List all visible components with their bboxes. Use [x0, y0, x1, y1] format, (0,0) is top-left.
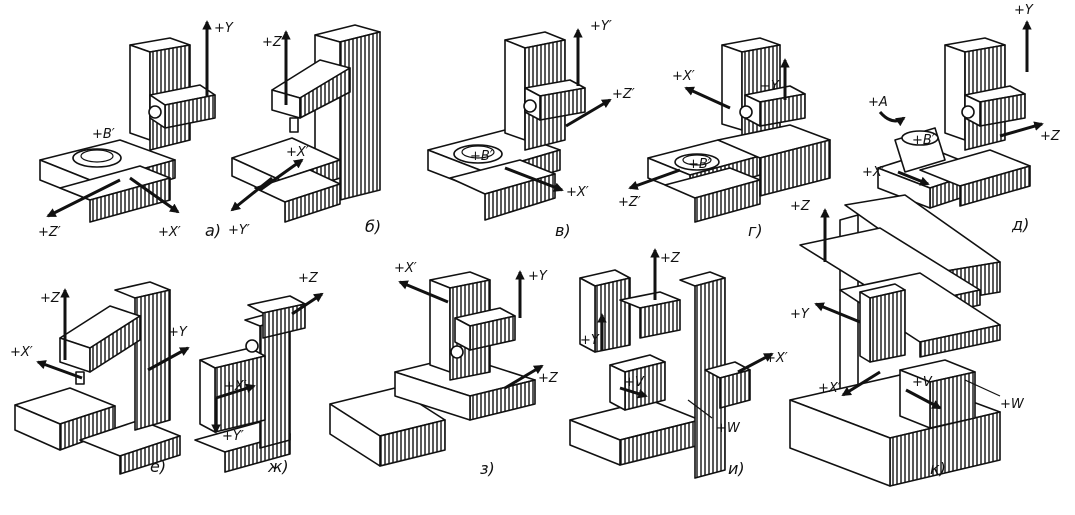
axis-label-g-x: +X′: [672, 69, 695, 84]
axis-label-a-x: +X′: [158, 225, 181, 240]
caption-z: з): [480, 459, 495, 478]
axis-label-v-z: +Z′: [612, 87, 635, 102]
axis-label-v-y: +Y′: [590, 19, 612, 34]
axis-arrow-b-x: [259, 158, 304, 192]
machine-d: [877, 37, 1031, 209]
machine-b: [231, 24, 381, 223]
panel-b: +Z +X′ +Y′ б): [228, 24, 381, 238]
caption-g: г): [748, 221, 763, 240]
axis-label-g-y: −Y: [760, 79, 780, 94]
axis-arrow-v-x: [504, 166, 564, 192]
axis-label-z-x: +X′: [394, 261, 417, 276]
axis-arrow-v-z: [565, 98, 612, 128]
machine-k: [789, 194, 1001, 487]
machine-g: [647, 37, 831, 223]
axis-label-k-x: +X′: [818, 381, 841, 396]
axis-label-k-v: +V: [912, 375, 933, 390]
axis-label-a-z: +Z′: [38, 225, 61, 240]
axis-label-i-y: +Y: [580, 333, 600, 348]
axis-label-k-w: +W: [1000, 397, 1025, 412]
axis-label-i-v: +V: [624, 375, 645, 390]
axis-label-i-x: +X′: [765, 351, 788, 366]
panel-e: +Z +X′ +Y е): [10, 281, 190, 476]
axis-arrow-g-z: [628, 168, 681, 190]
machine-v: [427, 31, 586, 221]
caption-d: д): [1011, 215, 1029, 234]
axis-arrow-i-v: [619, 386, 648, 399]
axis-label-a-b: +B′: [92, 127, 115, 142]
axis-label-d-y: +Y: [1014, 3, 1034, 18]
axis-arrow-e-x: [36, 360, 83, 380]
axis-arrow-z-z: [504, 364, 544, 390]
axis-label-b-y: +Y′: [228, 223, 250, 238]
axis-arrow-d-a: [878, 110, 906, 127]
axis-label-e-x: +X′: [10, 345, 33, 360]
axis-label-i-z: +Z: [660, 251, 681, 266]
axis-label-zh-y: +Y′: [222, 429, 244, 444]
axis-arrow-a-x: [129, 176, 180, 214]
panel-v: +Y′ +Z′ +B′ +X′ в): [427, 19, 635, 240]
axis-label-d-a: +A: [868, 95, 888, 110]
axis-label-k-y: +Y: [790, 307, 810, 322]
caption-v: в): [555, 221, 571, 240]
caption-e: е): [150, 457, 166, 476]
panel-z: +X′ +Y +Z з): [329, 261, 559, 478]
axis-arrow-zh-z: [291, 292, 324, 316]
caption-b: б): [365, 217, 381, 236]
axis-arrow-k-x: [841, 370, 881, 397]
axis-label-e-z: +Z: [40, 291, 61, 306]
axis-label-b-z: +Z: [262, 35, 283, 50]
machine-a: [39, 37, 216, 223]
axis-label-g-z: +Z′: [618, 195, 641, 210]
panel-a: +Y +B′ +Z′ +X′ а): [38, 20, 234, 240]
axis-arrow-e-y: [147, 346, 190, 372]
machine-zh: [194, 295, 306, 473]
axis-arrow-d-z: [999, 121, 1044, 138]
axis-label-v-b: +B′: [470, 149, 493, 164]
axis-arrow-k-v: [905, 388, 942, 410]
leader-k-w: [964, 379, 1001, 397]
axis-arrow-i-x: [737, 352, 774, 374]
axis-arrow-d-x: [897, 170, 930, 186]
panel-d: +Y +A +B′ +Z +X′ д): [862, 3, 1061, 234]
caption-i: и): [728, 459, 745, 478]
axis-label-d-z: +Z: [1040, 129, 1061, 144]
caption-a: а): [205, 221, 221, 240]
axis-label-zh-x: +X′: [224, 379, 247, 394]
machine-z: [329, 271, 536, 467]
axis-label-d-x: +X′: [862, 165, 885, 180]
axis-label-z-z: +Z: [538, 371, 559, 386]
axis-label-i-w: +W: [716, 421, 741, 436]
caption-k: к): [930, 459, 946, 478]
machine-i: [569, 269, 751, 479]
axis-arrow-k-y: [814, 302, 861, 324]
axis-label-b-x: +X′: [286, 145, 309, 160]
machine-e: [14, 281, 181, 475]
axis-label-e-y: +Y: [168, 325, 188, 340]
panel-k: +Z +Y +X′ +V +W к): [789, 194, 1025, 487]
axis-arrow-a-z: [46, 178, 121, 218]
axis-arrow-zh-x: [215, 383, 256, 400]
axis-label-g-b: +B′: [688, 157, 711, 172]
panel-g: +X′ −Y +B′ +Z′ г): [618, 37, 831, 240]
axis-arrow-z-x: [398, 280, 449, 304]
axis-label-a-y: +Y: [214, 21, 234, 36]
leader-i-w: [687, 399, 713, 419]
axis-label-z-y: +Y: [528, 269, 548, 284]
panel-zh: +Z +X′ +Y′ ж): [194, 271, 324, 476]
panel-i: +Z +Y +V +X′ +W и): [569, 248, 788, 479]
axis-label-d-b: +B′: [912, 133, 935, 148]
caption-zh: ж): [267, 457, 289, 476]
axis-label-k-z: +Z: [790, 199, 811, 214]
axis-arrow-g-x: [684, 86, 731, 110]
axis-arrow-b-y: [230, 176, 273, 212]
axis-label-zh-z: +Z: [298, 271, 319, 286]
axis-label-v-x: +X′: [566, 185, 589, 200]
